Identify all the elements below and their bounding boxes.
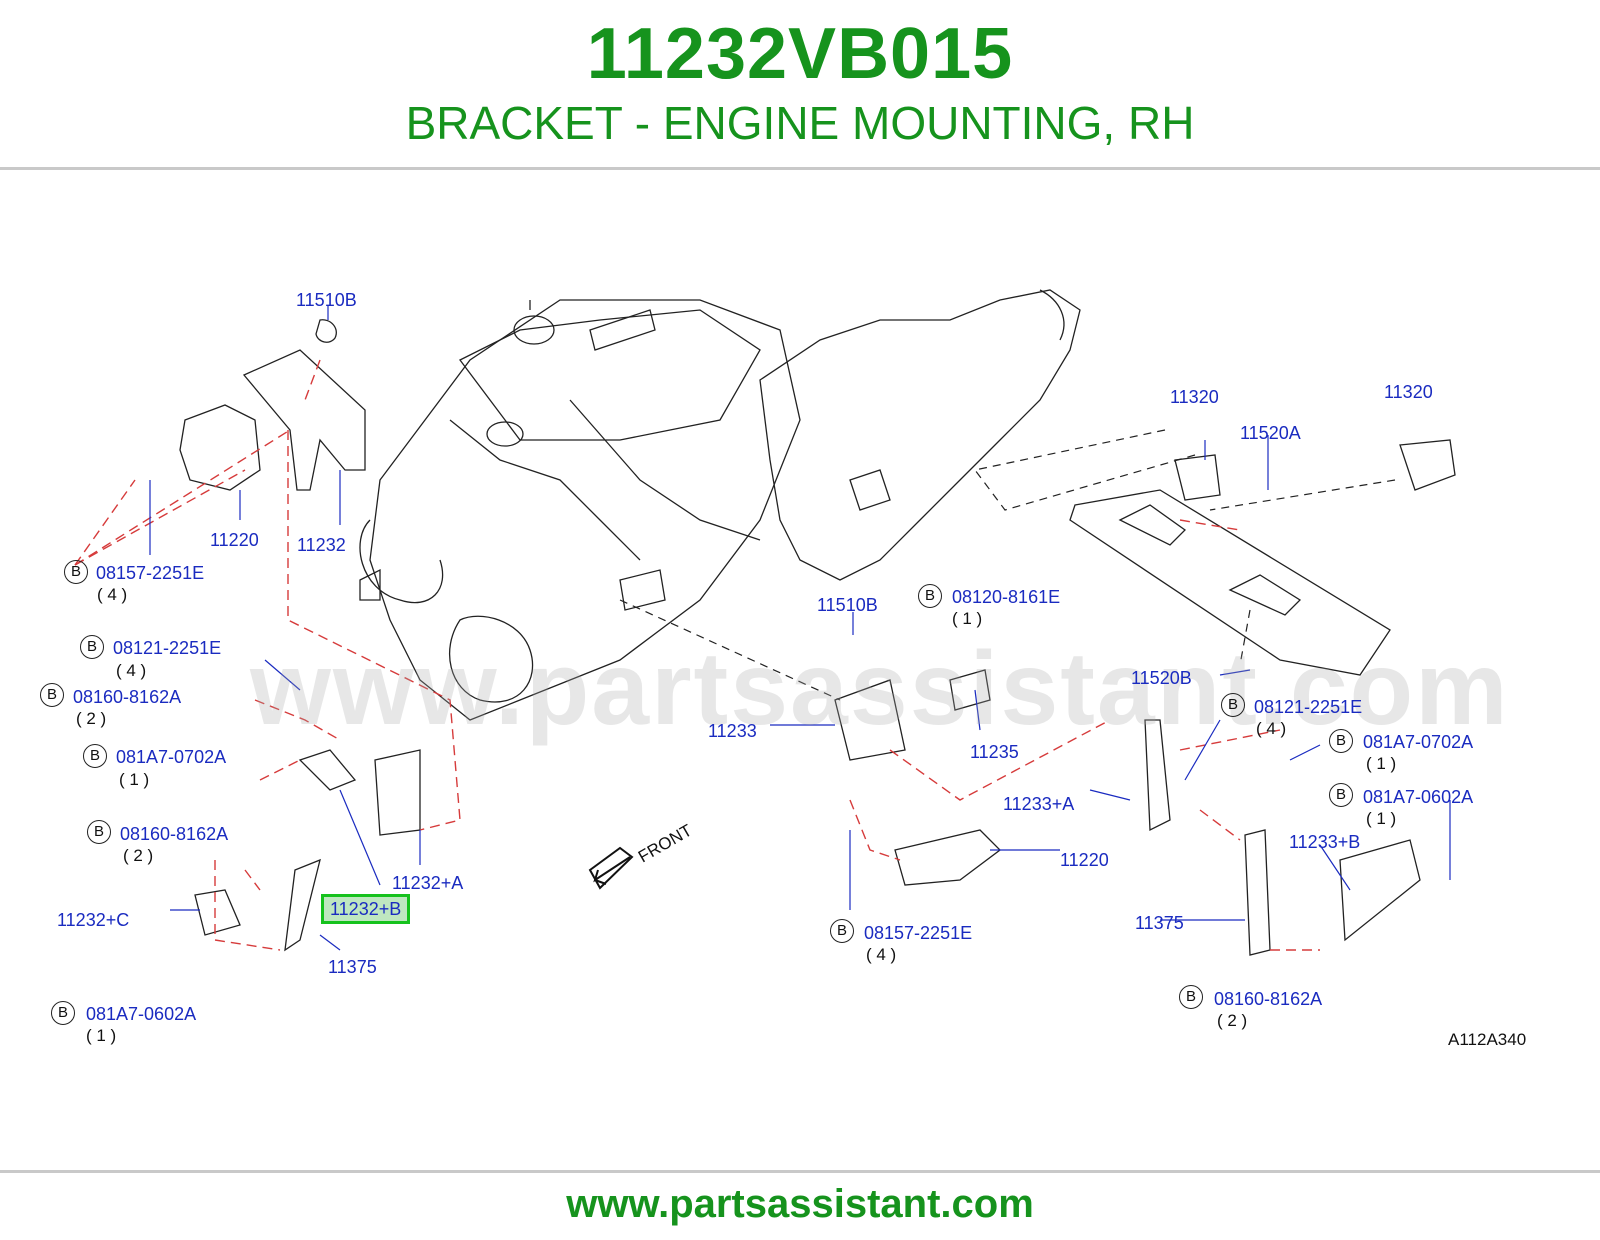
label-081a7-0702-right[interactable]: 081A7-0702A xyxy=(1363,732,1474,752)
bracket-11233-shape xyxy=(834,679,906,761)
label-11320-a[interactable]: 11320 xyxy=(1170,387,1219,407)
bracket-11232a-shape xyxy=(374,749,421,836)
bolt-symbol: B xyxy=(1329,729,1353,753)
label-081a7-0702-left[interactable]: 081A7-0702A xyxy=(116,747,227,767)
qty-08160-left2: ( 2 ) xyxy=(123,846,154,865)
label-11232c[interactable]: 11232+C xyxy=(57,910,130,930)
bracket-11233a-shape xyxy=(1144,719,1171,832)
bolt-symbol: B xyxy=(64,560,88,584)
label-11232a[interactable]: 11232+A xyxy=(392,873,464,893)
label-08120[interactable]: 08120-8161E xyxy=(952,587,1061,607)
qty-08160-left1: ( 2 ) xyxy=(76,709,107,728)
bracket-11232b-shape xyxy=(298,749,357,791)
qty-081a7-0602-left: ( 1 ) xyxy=(86,1026,117,1045)
label-08121-right[interactable]: 08121-2251E xyxy=(1254,697,1363,717)
qty-08121-left: ( 4 ) xyxy=(116,661,147,680)
label-11375-left[interactable]: 11375 xyxy=(328,957,377,977)
qty-08157-left: ( 4 ) xyxy=(97,585,128,604)
qty-081a7-0702-left: ( 1 ) xyxy=(119,770,150,789)
crossmember-outline xyxy=(1069,489,1391,676)
label-11520a[interactable]: 11520A xyxy=(1240,423,1301,443)
label-11375-right[interactable]: 11375 xyxy=(1135,913,1184,933)
part-number: 11232VB015 xyxy=(586,14,1014,94)
label-08157-left[interactable]: 08157-2251E xyxy=(96,563,205,583)
bolt-symbol: B xyxy=(51,1001,75,1025)
footer-divider xyxy=(0,1170,1600,1173)
qty-08160-right: ( 2 ) xyxy=(1217,1011,1248,1030)
label-08121-left[interactable]: 08121-2251E xyxy=(113,638,222,658)
leader-lines xyxy=(149,305,1451,951)
label-08160-left2[interactable]: 08160-8162A xyxy=(120,824,229,844)
label-11232[interactable]: 11232 xyxy=(297,535,346,555)
label-11220-left[interactable]: 11220 xyxy=(210,530,259,550)
insulator-11320-left-shape xyxy=(1174,454,1221,501)
qty-081a7-0602-right: ( 1 ) xyxy=(1366,809,1397,828)
engine-outline xyxy=(359,289,1081,721)
label-081a7-0602-left[interactable]: 081A7-0602A xyxy=(86,1004,197,1024)
label-11520b[interactable]: 11520B xyxy=(1131,668,1192,688)
label-11320-b[interactable]: 11320 xyxy=(1384,382,1433,402)
insulator-11320-right-shape xyxy=(1399,439,1456,491)
insulator-11220-left-shape xyxy=(179,404,261,491)
bolt-symbol: B xyxy=(1221,693,1245,717)
bolt-symbol: B xyxy=(1179,985,1203,1009)
assembly-lines-black xyxy=(619,429,1396,701)
label-11235[interactable]: 11235 xyxy=(970,742,1019,762)
label-11510b-top[interactable]: 11510B xyxy=(296,290,357,310)
bolt-symbol: B xyxy=(87,820,111,844)
bolt-symbol: B xyxy=(83,744,107,768)
label-11510b-mid[interactable]: 11510B xyxy=(817,595,878,615)
reference-code: A112A340 xyxy=(1448,1030,1527,1049)
label-08157-right[interactable]: 08157-2251E xyxy=(864,923,973,943)
label-11220-right[interactable]: 11220 xyxy=(1060,850,1109,870)
bolt-symbol: B xyxy=(1329,783,1353,807)
highlighted-part-label[interactable]: 11232+B xyxy=(321,894,411,924)
bracket-11233b-shape xyxy=(1339,839,1421,942)
bolt-symbol: B xyxy=(830,919,854,943)
bolt-symbol: B xyxy=(40,683,64,707)
qty-08120: ( 1 ) xyxy=(952,609,983,628)
header: 11232VB015 BRACKET - ENGINE MOUNTING, RH xyxy=(0,0,1600,170)
footer-url[interactable]: www.partsassistant.com xyxy=(566,1182,1034,1226)
watermark: www.partsassistant.com xyxy=(250,631,1510,747)
bracket-11232-shape xyxy=(242,349,366,491)
bracket-11235-shape xyxy=(949,669,991,711)
damper-11375-left-shape xyxy=(284,858,321,952)
header-divider xyxy=(0,167,1600,170)
label-11233a[interactable]: 11233+A xyxy=(1003,794,1075,814)
assembly-lines-red xyxy=(74,359,1320,951)
qty-08121-right: ( 4 ) xyxy=(1256,719,1287,738)
insulator-11220-right-shape xyxy=(894,829,1001,886)
qty-081a7-0702-right: ( 1 ) xyxy=(1366,754,1397,773)
label-08160-left1[interactable]: 08160-8162A xyxy=(73,687,182,707)
front-arrow-icon xyxy=(588,846,634,890)
nut-11510b-top-shape xyxy=(315,319,337,343)
label-11233b[interactable]: 11233+B xyxy=(1289,832,1361,852)
bolt-symbol: B xyxy=(918,584,942,608)
bracket-11232c-shape xyxy=(194,889,241,936)
label-08160-right[interactable]: 08160-8162A xyxy=(1214,989,1323,1009)
bolt-symbol: B xyxy=(80,635,104,659)
damper-11375-right-shape xyxy=(1244,829,1271,956)
qty-08157-right: ( 4 ) xyxy=(866,945,897,964)
label-11233[interactable]: 11233 xyxy=(708,721,757,741)
part-title: BRACKET - ENGINE MOUNTING, RH xyxy=(405,97,1195,149)
label-081a7-0602-right[interactable]: 081A7-0602A xyxy=(1363,787,1474,807)
